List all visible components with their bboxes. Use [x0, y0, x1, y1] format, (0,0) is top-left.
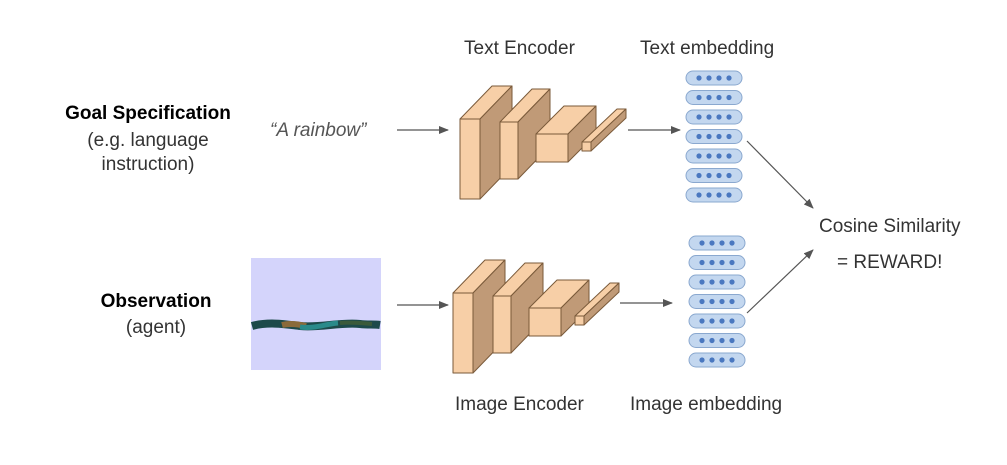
encoder-layer-3	[528, 279, 590, 337]
embedding-cell	[688, 313, 746, 329]
embedding-cell	[688, 255, 746, 270]
embedding-cell	[688, 294, 746, 309]
embedding-cell	[685, 109, 743, 125]
text-encoder-network	[459, 85, 627, 200]
encoder-layer-4	[574, 282, 620, 326]
embedding-cell	[685, 168, 743, 183]
observation-image	[250, 258, 381, 370]
image-embedding-vector	[688, 235, 746, 368]
cosine-similarity-label: Cosine Similarity	[819, 216, 961, 237]
observation-subtitle: (agent)	[125, 317, 187, 338]
goal-desc-line2: instruction)	[101, 154, 195, 175]
embedding-cell	[685, 129, 743, 144]
embedding-cell	[685, 90, 743, 105]
embedding-cell	[688, 333, 746, 348]
observation-title: Observation	[100, 291, 212, 312]
image-encoder-network	[452, 259, 620, 374]
embedding-cell	[688, 274, 746, 290]
arrow-image-embedding-to-similarity	[746, 249, 814, 314]
goal-title: Goal Specification	[65, 103, 231, 124]
embedding-cell	[685, 148, 743, 164]
image-embedding-label: Image embedding	[630, 394, 783, 415]
embedding-cell	[688, 235, 746, 251]
reward-label: = REWARD!	[837, 252, 943, 273]
embedding-cell	[685, 70, 743, 86]
arrow-text-embedding-to-similarity	[746, 140, 814, 209]
encoder-layer-3	[535, 105, 597, 163]
goal-example-text: “A rainbow”	[270, 120, 367, 141]
embedding-cell	[688, 352, 746, 368]
text-embedding-vector	[685, 70, 743, 203]
encoder-layer-4	[581, 108, 627, 152]
text-encoder-label: Text Encoder	[464, 38, 575, 59]
image-encoder-label: Image Encoder	[455, 394, 584, 415]
goal-desc-line1: (e.g. language	[87, 130, 209, 151]
encoder-layer-2	[492, 262, 544, 354]
encoder-layer-2	[499, 88, 551, 180]
embedding-cell	[685, 187, 743, 203]
text-embedding-label: Text embedding	[640, 38, 775, 59]
